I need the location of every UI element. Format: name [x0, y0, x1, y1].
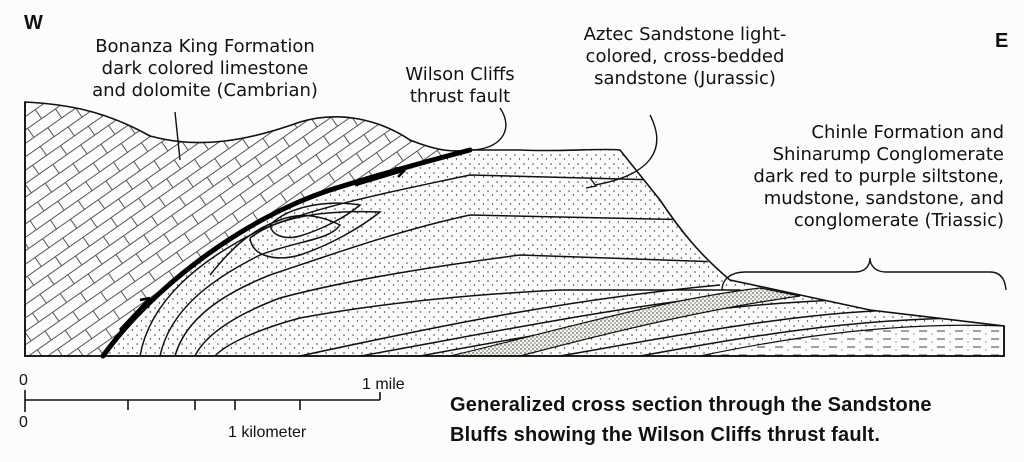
chinle-line-3: dark red to purple siltstone, — [753, 166, 1004, 187]
wilson-leader — [469, 107, 507, 151]
aztec-line-3: sandstone (Jurassic) — [594, 68, 776, 89]
aztec-line-2: colored, cross-bedded — [585, 46, 785, 67]
aztec-line-1: Aztec Sandstone light- — [583, 24, 787, 45]
chinle-brace — [721, 257, 1007, 291]
caption-line-1: Generalized cross section through the Sa… — [450, 394, 932, 416]
scale-bar — [24, 390, 381, 412]
bonanza-leader — [174, 111, 181, 161]
slip-arrow-lower — [118, 296, 152, 332]
aztec-leader — [594, 114, 658, 186]
chinle-line-2: Shinarump Conglomerate — [772, 144, 1004, 165]
aztec-sandstone-label: Aztec Sandstone light- colored, cross-be… — [560, 24, 810, 90]
shinarump-conglomerate-band — [449, 287, 801, 357]
bonanza-line-1: Bonanza King Formation — [95, 36, 315, 57]
compass-west: W — [24, 12, 43, 34]
scale-km-zero: 0 — [19, 414, 28, 431]
bonanza-line-2: dark colored limestone — [101, 58, 309, 79]
figure-caption: Generalized cross section through the Sa… — [450, 390, 932, 450]
chinle-formation-unit — [699, 324, 1005, 357]
bonanza-king-label: Bonanza King Formation dark colored lime… — [70, 36, 340, 102]
chinle-line-1: Chinle Formation and — [811, 122, 1004, 143]
wilson-line-2: thrust fault — [409, 86, 511, 107]
chinle-line-5: conglomerate (Triassic) — [793, 210, 1004, 231]
chinle-line-4: mudstone, sandstone, and — [763, 188, 1004, 209]
wilson-cliffs-label: Wilson Cliffs thrust fault — [385, 64, 535, 108]
bonanza-line-3: and dolomite (Cambrian) — [92, 80, 318, 101]
slip-arrow-upper — [354, 166, 406, 187]
aztec-arrowhead — [585, 177, 598, 189]
wilson-line-1: Wilson Cliffs — [405, 64, 515, 85]
compass-east: E — [995, 30, 1009, 52]
label-leaders — [174, 107, 1007, 291]
scale-km-label: 1 kilometer — [228, 424, 307, 441]
scale-mile-label: 1 mile — [362, 376, 405, 393]
chinle-label: Chinle Formation and Shinarump Conglomer… — [700, 122, 1004, 232]
caption-line-2: Bluffs showing the Wilson Cliffs thrust … — [450, 424, 881, 446]
section-frame — [24, 102, 1005, 357]
scale-mile-zero: 0 — [19, 372, 28, 389]
